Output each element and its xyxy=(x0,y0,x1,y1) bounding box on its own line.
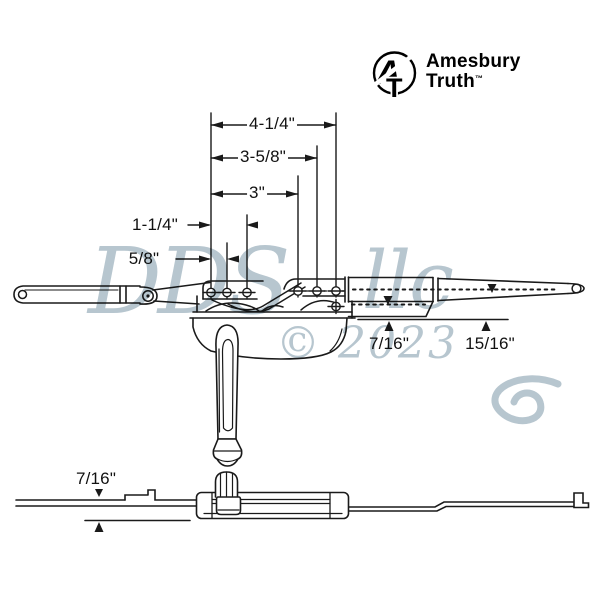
track-arm xyxy=(437,277,585,302)
handle-knob xyxy=(212,438,243,467)
screw xyxy=(327,286,345,296)
link-arm xyxy=(152,281,211,305)
screw xyxy=(218,287,236,298)
trademark-symbol: ™ xyxy=(475,74,484,83)
screw xyxy=(327,298,345,315)
mounting-screws xyxy=(202,286,345,315)
housing-cover xyxy=(192,317,348,360)
bottom-dimension-marks xyxy=(84,488,191,532)
dimension-arrowheads xyxy=(199,121,336,263)
track-channel xyxy=(344,276,439,318)
monogram-letter-t: T xyxy=(386,73,403,99)
screw xyxy=(308,286,326,296)
crank-handle xyxy=(212,324,243,467)
dim-label-15-16: 15/16" xyxy=(463,334,517,354)
dim-label-7-16-right: 7/16" xyxy=(366,334,412,354)
screw xyxy=(238,287,256,298)
left-arm xyxy=(13,281,211,305)
right-bracket xyxy=(283,278,346,297)
lower-track-assembly xyxy=(15,489,590,520)
logo-text-truth: Truth™ xyxy=(426,71,484,92)
amesbury-truth-logo: A T Amesbury Truth™ xyxy=(371,50,521,99)
roller-dotted-lines xyxy=(350,288,560,306)
track-right-rod xyxy=(348,501,575,512)
dim-label-5-8: 5/8" xyxy=(126,249,162,269)
dim-label-1-1-4: 1-1/4" xyxy=(130,215,180,235)
dim-label-4-1-4: 4-1/4" xyxy=(247,114,297,134)
dim-label-3-5-8: 3-5/8" xyxy=(238,147,288,167)
depth-dimension-marks xyxy=(357,284,509,331)
dim-label-7-16-bottom: 7/16" xyxy=(73,469,119,489)
housing-flange xyxy=(189,295,356,319)
screw xyxy=(289,286,307,296)
dim-label-3: 3" xyxy=(247,183,267,203)
left-bracket xyxy=(202,280,264,300)
track-left-clip xyxy=(124,489,197,501)
extension-lines xyxy=(210,112,337,300)
arm-pivot-cap xyxy=(139,286,158,305)
crank-hub xyxy=(214,471,242,516)
at-monogram-icon: A T xyxy=(371,51,417,99)
screw xyxy=(202,287,220,298)
logo-text-amesbury: Amesbury xyxy=(426,51,521,72)
rod-end-tab xyxy=(573,492,590,509)
